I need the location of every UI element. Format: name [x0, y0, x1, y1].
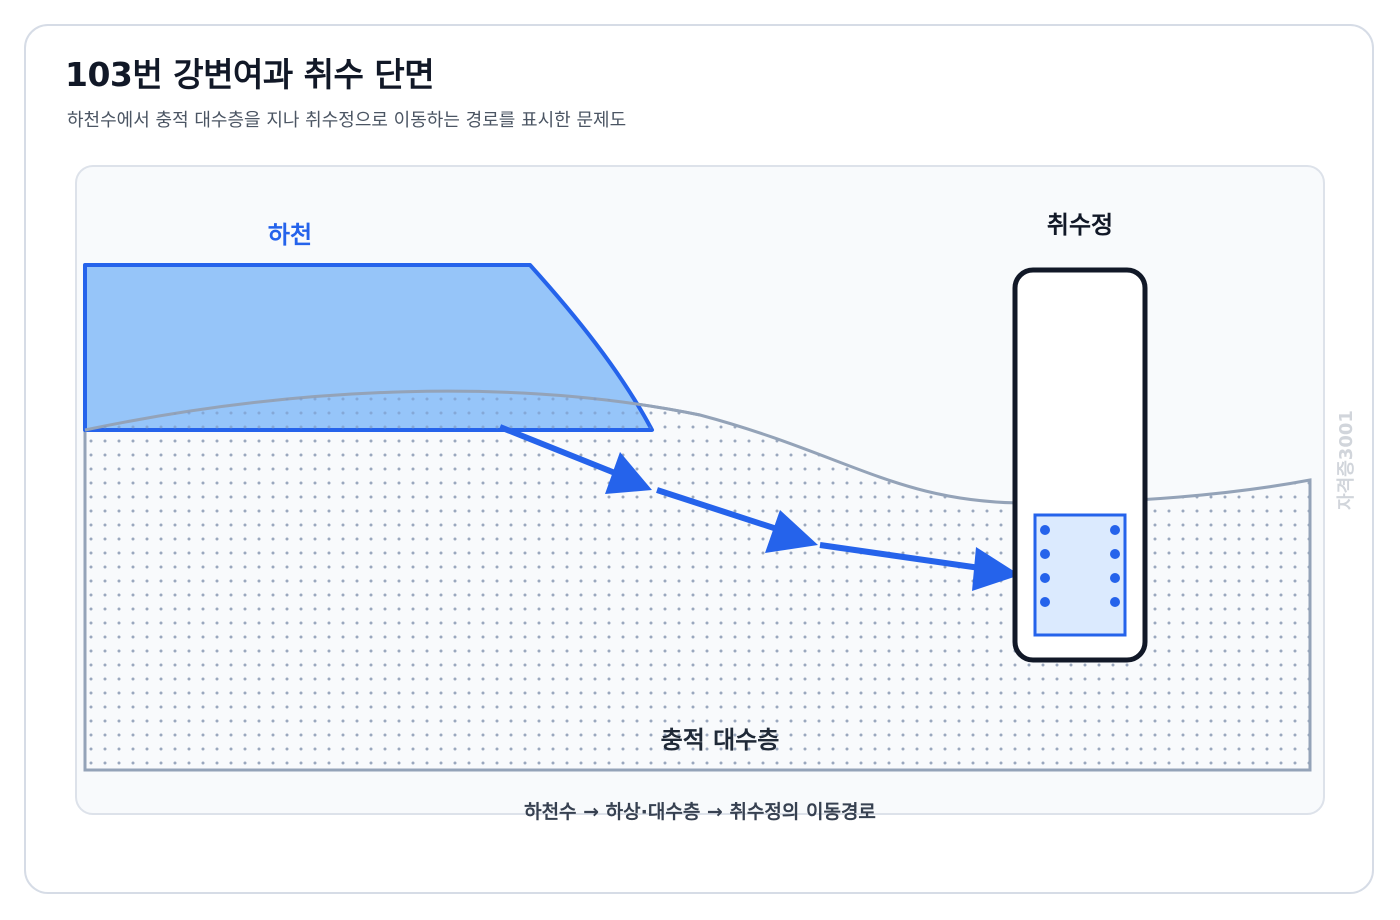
- screen-hole: [1040, 597, 1050, 607]
- arrow-right-icon: [972, 547, 1020, 591]
- screen-hole: [1110, 597, 1120, 607]
- aquifer-label: 충적 대수층: [661, 726, 780, 754]
- riverbed-sediment: [85, 389, 652, 430]
- river-label: 하천: [268, 221, 312, 249]
- flow-path: [498, 424, 1020, 591]
- flow-arrow-3-shaft: [819, 542, 981, 571]
- flow-arrow-2-shaft: [656, 487, 781, 533]
- screen-hole: [1110, 573, 1120, 583]
- arrow-right-icon: [765, 510, 818, 553]
- page-subtitle: 하천수에서 충적 대수층을 지나 취수정으로 이동하는 경로를 표시한 문제도: [67, 110, 627, 131]
- screen-hole: [1040, 573, 1050, 583]
- page-title: 103번 강변여과 취수 단면: [65, 55, 435, 94]
- well-label: 취수정: [1047, 211, 1113, 239]
- flow-arrow-1-shaft: [498, 424, 622, 478]
- screen-hole: [1040, 525, 1050, 535]
- watermark: 자격증3001: [1336, 410, 1357, 510]
- arrow-right-icon: [605, 452, 652, 494]
- screen-hole: [1110, 549, 1120, 559]
- screen-hole: [1040, 549, 1050, 559]
- screen-hole: [1110, 525, 1120, 535]
- screen-holes: [1040, 525, 1120, 607]
- diagram-caption: 하천수 → 하상·대수층 → 취수정의 이동경로: [524, 801, 876, 823]
- well-screen-icon: [1033, 513, 1127, 637]
